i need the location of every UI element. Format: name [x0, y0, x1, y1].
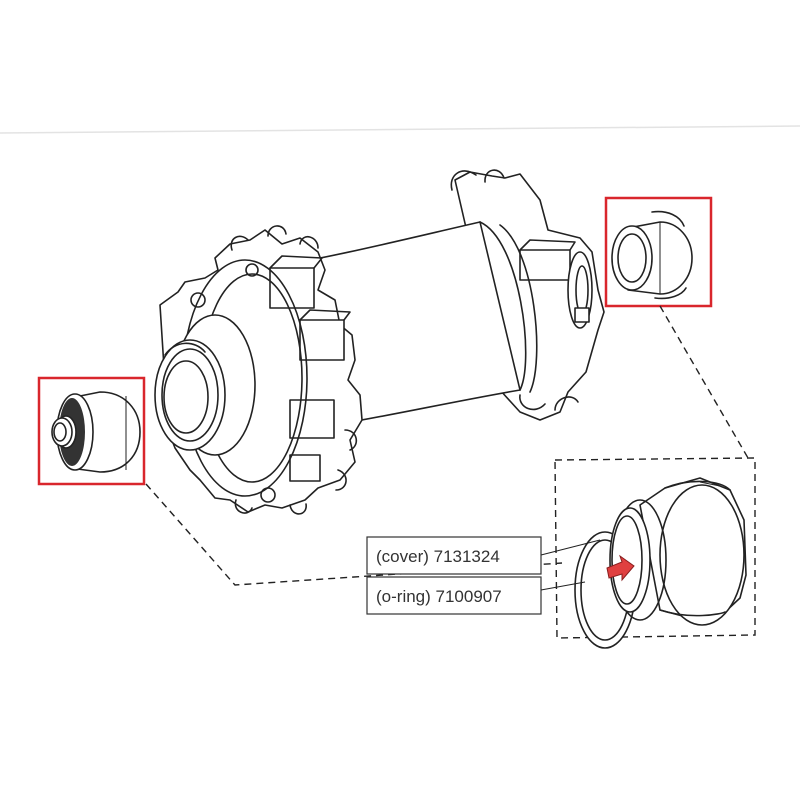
callout-o-ring: (o-ring) 7100907 — [366, 576, 586, 615]
detail-box — [554, 457, 756, 639]
callout-cover-label: (cover) 7131324 — [376, 547, 500, 566]
left-end-cap — [51, 391, 141, 473]
callout-cover: (cover) 7131324 — [366, 536, 601, 575]
insert-arrow — [606, 554, 635, 582]
callout-o-ring-leader — [540, 581, 586, 591]
right-highlight-box — [604, 196, 713, 308]
right-leader-line — [659, 305, 749, 459]
left-highlight-box — [37, 376, 146, 486]
callout-o-ring-label: (o-ring) 7100907 — [376, 587, 502, 606]
left-axle-end — [154, 314, 256, 456]
right-end-cap — [611, 210, 693, 300]
hub-body — [154, 169, 605, 515]
callout-cover-leader — [540, 539, 601, 556]
detail-cover-assembly — [574, 477, 747, 649]
top-rule — [0, 125, 800, 134]
